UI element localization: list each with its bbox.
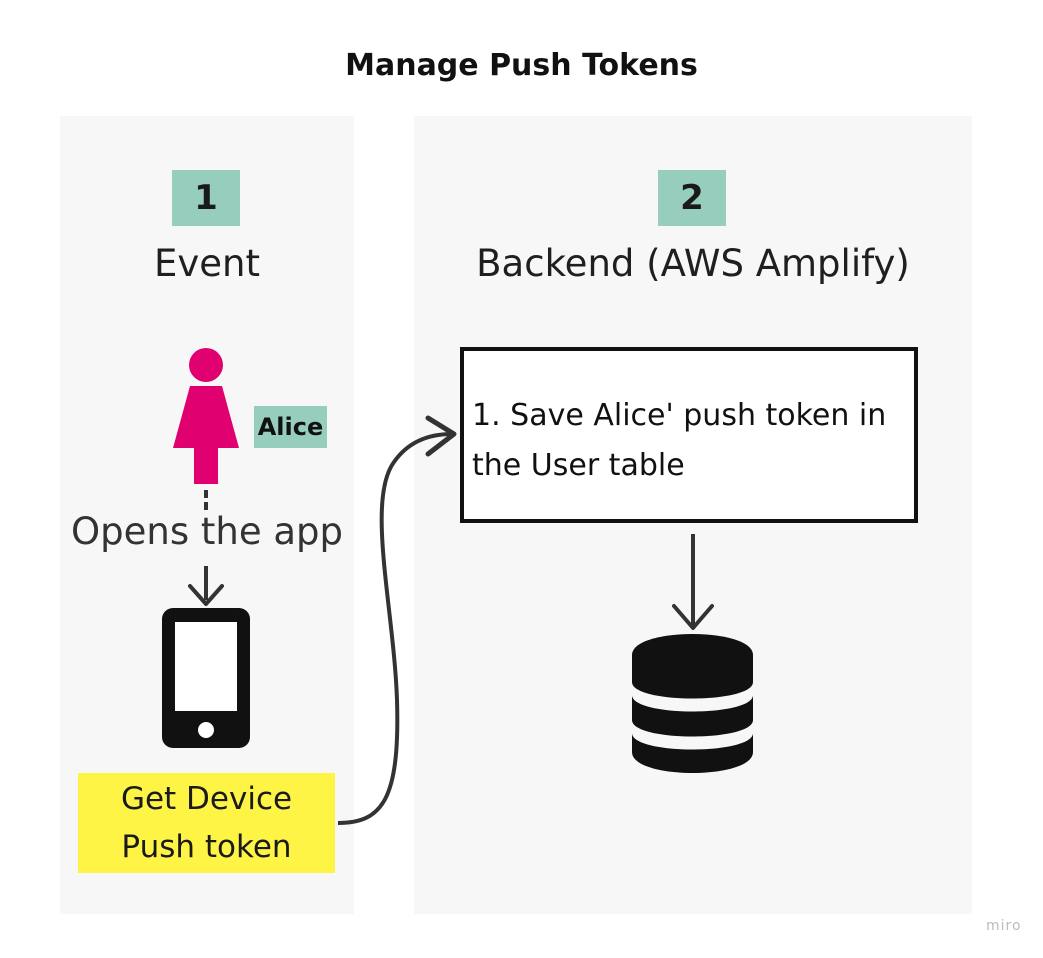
backend-heading: Backend (AWS Amplify)	[476, 242, 910, 285]
connector-label: Opens the app	[71, 510, 343, 553]
smartphone-icon	[162, 608, 250, 748]
database-icon	[632, 634, 753, 773]
sticky-to-backend-arrow	[337, 415, 457, 825]
sticky-note: Get Device Push token	[78, 773, 335, 873]
diagram-title: Manage Push Tokens	[345, 48, 698, 83]
process-box: 1. Save Alice' push token in the User ta…	[460, 347, 918, 523]
person-icon	[173, 348, 239, 484]
event-heading: Event	[154, 242, 260, 285]
label-to-phone-arrow	[188, 566, 224, 606]
sticky-line-1: Get Device	[120, 781, 293, 817]
step-badge-1: 1	[172, 170, 240, 226]
process-line-2: the User table	[472, 448, 685, 483]
sticky-line-2: Push token	[121, 829, 292, 865]
step-badge-2: 2	[658, 170, 726, 226]
process-line-1: 1. Save Alice' push token in	[472, 398, 887, 433]
process-to-database-arrow	[672, 534, 714, 630]
actor-label-alice: Alice	[254, 406, 327, 448]
watermark: miro	[986, 918, 1022, 934]
